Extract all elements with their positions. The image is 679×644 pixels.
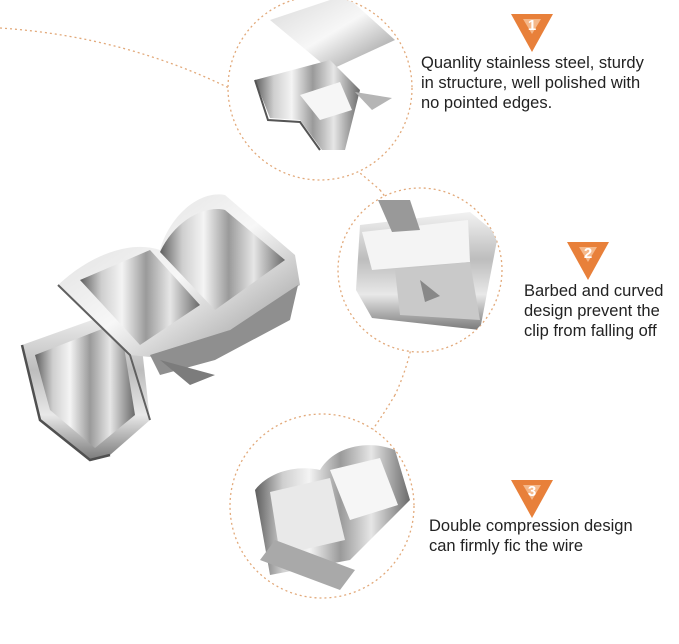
numbered-triangle-badge-icon-3: 3 — [510, 478, 554, 520]
detail-circle-2 — [337, 187, 503, 353]
detail-circle-1 — [227, 0, 413, 181]
feature-2-line-2: design prevent the — [524, 302, 660, 320]
main-clip-image — [20, 194, 300, 462]
badge-number-3: 3 — [527, 483, 537, 500]
feature-1-line-3: no pointed edges. — [421, 94, 553, 112]
badge-number-2: 2 — [583, 245, 593, 262]
badge-number-1: 1 — [527, 17, 537, 34]
feature-text-2: Barbed and curved design prevent the cli… — [524, 281, 676, 341]
feature-2-line-3: clip from falling off — [524, 322, 657, 340]
feature-3-line-2: can firmly fic the wire — [429, 537, 584, 555]
feature-1-line-2: in structure, well polished with — [421, 74, 641, 92]
numbered-triangle-badge-icon-1: 1 — [510, 12, 554, 54]
feature-text-1: Quanlity stainless steel, sturdy in stru… — [421, 53, 677, 113]
numbered-triangle-badge-icon-2: 2 — [566, 240, 610, 282]
feature-1-line-1: Quanlity stainless steel, sturdy — [421, 54, 644, 72]
detail-circle-3 — [229, 413, 415, 599]
feature-3-line-1: Double compression design — [429, 517, 633, 535]
feature-text-3: Double compression design can firmly fic… — [429, 516, 679, 556]
feature-2-line-1: Barbed and curved — [524, 282, 664, 300]
